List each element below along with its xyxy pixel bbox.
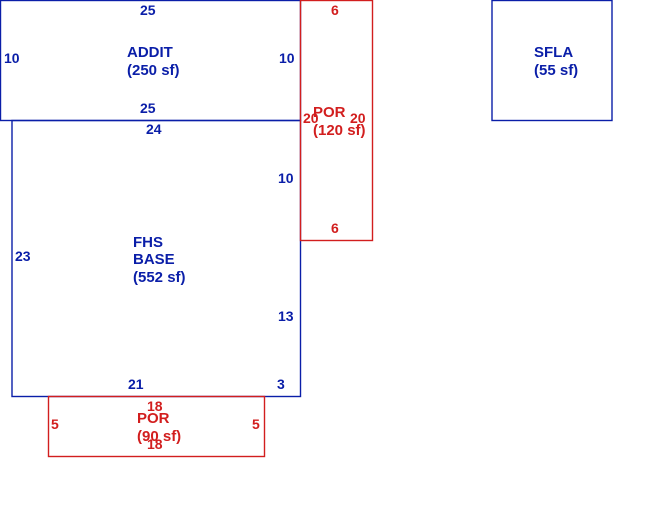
- por-side-name: POR: [313, 104, 346, 121]
- base-bottom-dimension: 21: [128, 376, 144, 392]
- por-bottom-name: POR: [137, 410, 170, 427]
- base-left-dimension: 23: [15, 248, 31, 264]
- base-right-lower-dimension: 13: [278, 308, 294, 324]
- living-area-outlines: [0, 0, 613, 398]
- base-label-line1: FHS: [133, 234, 163, 251]
- por-side-bottom-dimension: 6: [331, 220, 339, 236]
- addit-left-dimension: 10: [4, 50, 20, 66]
- base-area: (552 sf): [133, 269, 186, 286]
- base-label-line2: BASE: [133, 251, 175, 268]
- base-top-dimension: 24: [146, 121, 162, 137]
- base-bottom-step-dimension: 3: [277, 376, 285, 392]
- por-bottom-right-dimension: 5: [252, 416, 260, 432]
- por-side-top-dimension: 6: [331, 2, 339, 18]
- por-side-outline: [299, 0, 374, 242]
- por-side-area: (120 sf): [313, 122, 366, 139]
- por-bottom-outline: [47, 395, 266, 458]
- addit-right-dimension: 10: [279, 50, 295, 66]
- addit-area: (250 sf): [127, 62, 180, 79]
- addit-top-dimension: 25: [140, 2, 156, 18]
- addit-name: ADDIT: [127, 44, 173, 61]
- por-side-left-dimension: 20: [303, 110, 319, 126]
- porch-outlines: [47, 0, 374, 458]
- base-right-upper-dimension: 10: [278, 170, 294, 186]
- sfla-outline: [491, 0, 613, 122]
- por-bottom-area: (90 sf): [137, 428, 181, 445]
- por-bottom-top-dimension: 18: [147, 398, 163, 414]
- por-bottom-bottom-dimension: 18: [147, 436, 163, 452]
- sfla-area: (55 sf): [534, 62, 578, 79]
- por-bottom-left-dimension: 5: [51, 416, 59, 432]
- sfla-name: SFLA: [534, 44, 573, 61]
- por-side-right-dimension: 20: [350, 110, 366, 126]
- addit-bottom-dimension: 25: [140, 100, 156, 116]
